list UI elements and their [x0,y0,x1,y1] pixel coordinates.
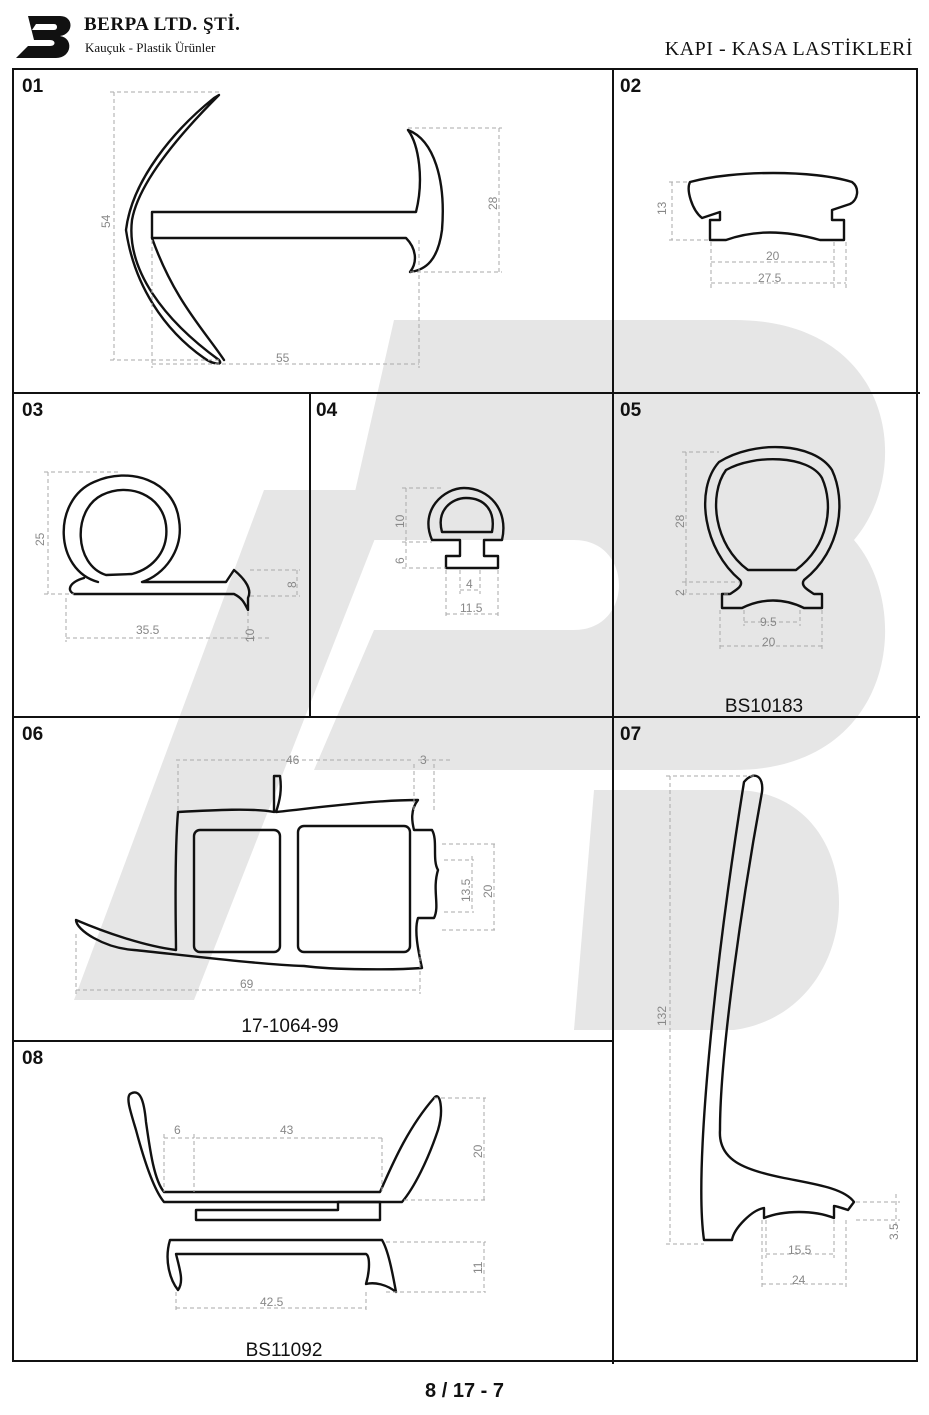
profile-08-code: BS11092 [246,1340,323,1361]
profile-05-code: BS10183 [725,696,803,717]
sheet-grid [14,70,920,1364]
dimension-label: 20 [481,884,495,898]
document-title: KAPI - KASA LASTİKLERİ [664,38,913,60]
dimension-label: 10 [243,628,257,642]
dimension-label: 46 [286,753,300,767]
dimension-label: 20 [766,249,780,263]
dimension-label: 43 [280,1123,294,1137]
dimension-label: 11.5 [460,601,483,615]
profile-06-drawing: 46 3 13.5 20 69 [74,753,496,994]
dimension-label: 20 [762,635,776,649]
cell-number-02: 02 [620,76,642,97]
dimension-label: 54 [99,214,113,228]
dimension-label: 8 [285,581,299,588]
cell-number-03: 03 [22,400,44,421]
brand-tagline: Kauçuk - Plastik Ürünler [85,40,216,55]
catalog-sheet: 54 55 28 13 20 27.5 25 8 35.5 10 10 [12,68,920,1364]
cell-number-08: 08 [22,1048,44,1069]
dimension-label: 2 [673,589,687,596]
profile-06-code: 17-1064-99 [241,1016,338,1037]
dimension-label: 27.5 [758,271,782,285]
dimension-label: 55 [276,351,290,365]
profile-07-drawing: 132 3.5 15.5 24 [655,774,901,1288]
bp-logo-icon [16,16,71,58]
dimension-label: 13 [655,201,669,215]
dimension-label: 42.5 [260,1295,284,1309]
profile-03-drawing: 25 8 35.5 10 [33,471,300,642]
dimension-label: 24 [792,1273,806,1287]
dimension-label: 28 [673,514,687,528]
dimension-label: 69 [240,977,254,991]
bp-watermark-icon [74,320,886,1030]
dimension-label: 15.5 [788,1243,812,1257]
dimension-label: 28 [486,196,500,210]
dimension-label: 11 [471,1261,485,1274]
cell-number-05: 05 [620,400,642,421]
profile-08-drawing: 6 43 20 11 42.5 [127,1091,486,1312]
dimension-label: 6 [174,1123,181,1137]
cell-number-06: 06 [22,724,44,745]
dimension-label: 3 [420,753,427,767]
profile-01-drawing: 54 55 28 [99,91,502,368]
profile-02-drawing: 13 20 27.5 [655,171,859,288]
profile-05-drawing: 28 2 9.5 20 [673,445,841,650]
profile-04-drawing: 10 6 4 11.5 [393,486,505,618]
dimension-label: 6 [393,557,407,564]
dimension-label: 20 [471,1144,485,1158]
dimension-label: 4 [466,577,473,591]
dimension-label: 3.5 [887,1223,901,1240]
dimension-label: 35.5 [136,623,160,637]
cell-number-01: 01 [22,76,44,97]
cell-number-07: 07 [620,724,642,745]
page-header: BERPA LTD. ŞTİ. Kauçuk - Plastik Ürünler… [0,0,929,66]
brand-name: BERPA LTD. ŞTİ. [84,14,241,35]
dimension-label: 13.5 [459,878,473,902]
dimension-label: 132 [655,1006,669,1026]
cell-number-04: 04 [316,400,338,421]
dimension-label: 10 [393,514,407,528]
dimension-label: 25 [33,532,47,546]
dimension-label: 9.5 [760,615,777,629]
page-number: 8 / 17 - 7 [425,1380,504,1402]
